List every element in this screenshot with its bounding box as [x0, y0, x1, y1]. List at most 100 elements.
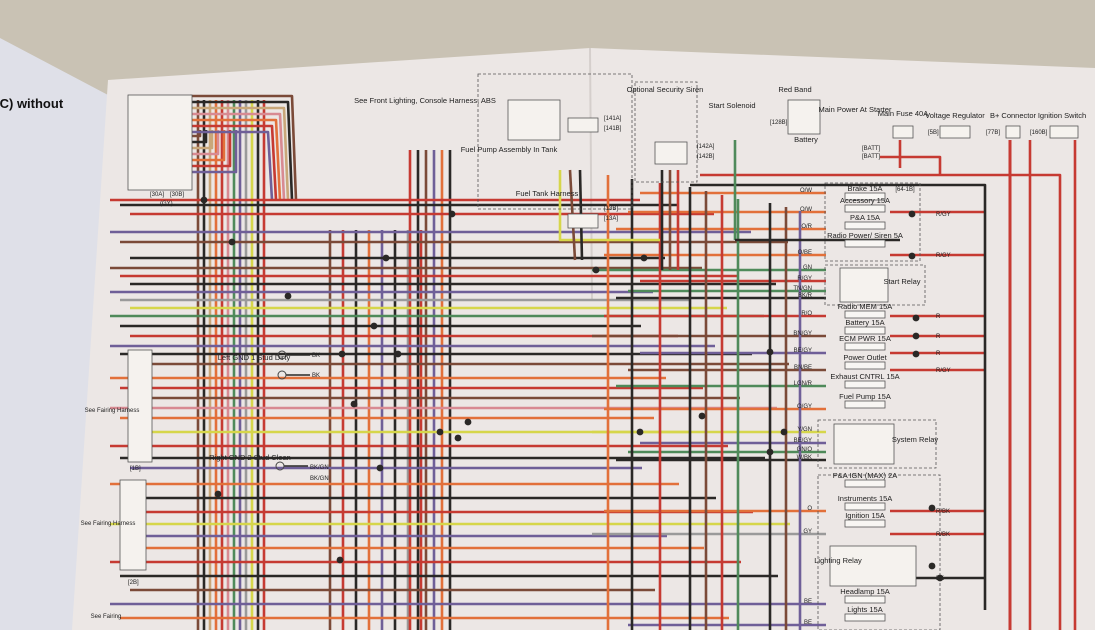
fuse-label: P&A 15A: [850, 213, 880, 222]
junction-dot: [928, 504, 936, 512]
connector-wire: [190, 118, 282, 201]
main-fuse-box: [892, 125, 914, 139]
wire-code: R/GY: [936, 253, 951, 259]
security-siren-area: [634, 81, 698, 183]
wire-code: BK/GN: [310, 465, 329, 471]
junction-dot: [780, 428, 788, 436]
connector-code: [1B]: [130, 466, 141, 472]
fuel-pump-area: [477, 73, 633, 210]
connector-block-30: [127, 94, 193, 191]
fuse-label: P&A IGN (MAX) 2A: [833, 471, 898, 480]
connector-code: [13B]: [604, 206, 618, 212]
system-relay-label: System Relay: [892, 435, 939, 444]
wire-code: BK/R: [798, 293, 813, 299]
junction-dot: [394, 350, 402, 358]
fuse-10: [844, 400, 886, 409]
fuse-15: [844, 613, 886, 622]
fuse-label: Ignition 15A: [845, 511, 885, 520]
wire-code: BK: [312, 373, 320, 379]
fuse-code: [64-1B]: [895, 187, 915, 193]
wire-code: BE: [804, 599, 812, 605]
fuse-label: Radio MEM 15A: [838, 302, 893, 311]
connector-code: [142A]: [697, 144, 715, 150]
connector-wire: [190, 94, 298, 201]
fuse-label: ECM PWR 15A: [839, 334, 891, 343]
junction-dot: [350, 400, 358, 408]
fuse-7: [844, 342, 886, 351]
battery-feed-wire: [700, 173, 1062, 630]
ground-stud: [277, 350, 287, 360]
wire-code: R/GY: [936, 368, 951, 374]
battery-label: Battery: [794, 135, 818, 144]
junction-dot: [912, 314, 920, 322]
junction-dot: [200, 196, 208, 204]
wire-code: GN/O: [797, 447, 813, 453]
junction-dot: [912, 350, 920, 358]
connector-141: [567, 117, 599, 133]
junction-dot: [936, 574, 944, 582]
connector-code: [13A]: [604, 216, 618, 222]
junction-layer: [200, 196, 944, 582]
wire-code: BE/GY: [794, 348, 812, 354]
connector-wire: [190, 130, 214, 150]
junction-dot: [640, 254, 648, 262]
junction-dot: [766, 348, 774, 356]
connector-code: [5B]: [928, 130, 939, 136]
wire-code: R: [936, 334, 941, 340]
junction-dot: [464, 418, 472, 426]
wire-code: BE/GY: [794, 438, 812, 444]
red-band-label: Red Band: [778, 85, 811, 94]
wire-code: O/W: [800, 207, 812, 213]
wire-code: R/GY: [797, 276, 812, 282]
junction-dot: [592, 266, 600, 274]
fuse-14: [844, 595, 886, 604]
junction-dot: [448, 210, 456, 218]
fuse-4: [844, 239, 886, 248]
wire-code: BK/GN: [310, 476, 329, 482]
fuel-pump-wire: [558, 170, 660, 242]
fuse-label: Exhaust CNTRL 15A: [830, 372, 899, 381]
start-relay-box: [824, 264, 926, 306]
connector-code: [BATT]: [862, 154, 881, 160]
connector-wire: [190, 130, 232, 168]
fuse-label: Lights 15A: [847, 605, 882, 614]
junction-dot: [370, 322, 378, 330]
connector-code: [142B]: [697, 154, 715, 160]
wire-code: O: [807, 506, 812, 512]
bplus-box: [1005, 125, 1021, 139]
junction-dot: [214, 490, 222, 498]
wire-code: BK: [936, 576, 944, 582]
junction-dot: [636, 428, 644, 436]
fuel-pump-label: Fuel Pump Assembly In Tank: [461, 145, 558, 154]
connector-code: [141A]: [604, 116, 622, 122]
fuse-label: Radio Power/ Siren 5A: [827, 231, 903, 240]
wire-code: BN/BE: [794, 365, 812, 371]
start-relay-label: Start Relay: [883, 277, 920, 286]
junction-dot: [284, 292, 292, 300]
left-gnd-label: Left GND 1 Stud Dirty: [218, 353, 291, 362]
connector-wire: [190, 130, 208, 144]
junction-dot: [228, 238, 236, 246]
wire-code: O/R: [801, 224, 812, 230]
ground-wire: [690, 183, 987, 610]
bplus-connector-label: B+ Connector: [990, 111, 1037, 120]
wire-code: R/GY: [936, 212, 951, 218]
junction-dot: [338, 350, 346, 358]
fuse-13: [844, 519, 886, 528]
connector-wire: [190, 130, 238, 174]
fuse-label: Power Outlet: [843, 353, 887, 362]
connector-wire: [190, 100, 294, 201]
right-gnd-label: Right GND 2 Stud Clean: [209, 453, 291, 462]
wire-code: BN/GY: [793, 331, 812, 337]
junction-dot: [376, 464, 384, 472]
wire-code: O/BE: [798, 250, 812, 256]
junction-dot: [454, 434, 462, 442]
connector-code: [30A]: [150, 192, 164, 198]
lighting-relay-pins: [829, 545, 917, 587]
fuse-label: Fuel Pump 15A: [839, 392, 891, 401]
fuse-8: [844, 361, 886, 370]
fuse-1: [844, 192, 886, 201]
junction-dot: [766, 448, 774, 456]
